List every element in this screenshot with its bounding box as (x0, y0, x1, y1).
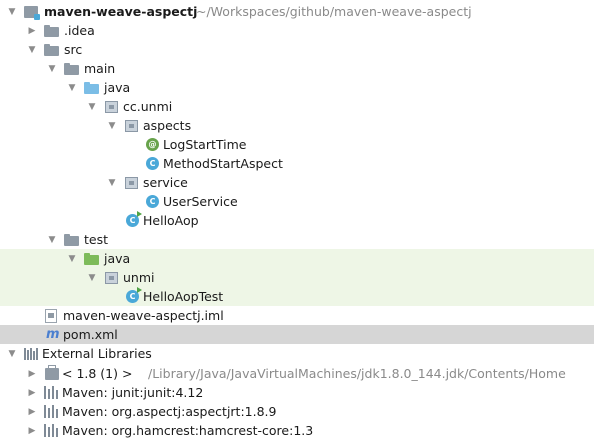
chevron-down-icon[interactable]: ▼ (88, 272, 96, 283)
tree-row-jdk[interactable]: ▶ < 1.8 (1) > /Library/Java/JavaVirtualM… (0, 364, 594, 383)
source-folder-icon (84, 82, 99, 94)
chevron-down-icon[interactable]: ▼ (68, 82, 76, 93)
tree-row-lib-junit[interactable]: ▶ Maven: junit:junit:4.12 (0, 383, 594, 402)
tree-row-external-libraries[interactable]: ▼ External Libraries (0, 344, 594, 363)
tree-row-main[interactable]: ▼ main (0, 59, 594, 78)
jdk-icon (45, 365, 59, 380)
tree-label-aspects: aspects (143, 118, 192, 133)
tree-row-cc-unmi[interactable]: ▼ cc.unmi (0, 97, 594, 116)
runnable-class-icon: C (126, 211, 142, 227)
tree-label-service: service (143, 175, 188, 190)
module-file-icon (45, 309, 57, 323)
tree-row-idea[interactable]: ▶ .idea (0, 21, 594, 40)
project-path: ~/Workspaces/github/maven-weave-aspectj (196, 4, 472, 19)
tree-label-java-main: java (104, 80, 131, 95)
library-jar-icon (44, 405, 58, 418)
tree-row-unmi[interactable]: ▼ unmi (0, 268, 594, 287)
tree-row-hello-aop[interactable]: C HelloAop (0, 211, 594, 230)
tree-row-java-main[interactable]: ▼ java (0, 78, 594, 97)
tree-row-aspects[interactable]: ▼ aspects (0, 116, 594, 135)
tree-row-project-root[interactable]: ▼ maven-weave-aspectj ~/Workspaces/githu… (0, 2, 594, 21)
libraries-icon (24, 348, 39, 360)
chevron-down-icon[interactable]: ▼ (88, 101, 96, 112)
tree-label-jdk: < 1.8 (1) > (62, 366, 133, 381)
package-icon (105, 272, 118, 284)
folder-icon (64, 63, 79, 75)
tree-row-service[interactable]: ▼ service (0, 173, 594, 192)
tree-label-idea: .idea (64, 23, 95, 38)
chevron-down-icon[interactable]: ▼ (8, 348, 16, 359)
chevron-right-icon[interactable]: ▶ (28, 387, 36, 398)
class-icon: C (146, 195, 159, 208)
tree-row-hello-aop-test[interactable]: C HelloAopTest (0, 287, 594, 306)
tree-row-pom[interactable]: m pom.xml (0, 325, 594, 344)
tree-row-iml[interactable]: maven-weave-aspectj.iml (0, 306, 594, 325)
chevron-right-icon[interactable]: ▶ (28, 25, 36, 36)
tree-label-main: main (84, 61, 116, 76)
tree-label-cc-unmi: cc.unmi (123, 99, 173, 114)
library-jar-icon (44, 424, 58, 437)
tree-label-java-test: java (104, 251, 131, 266)
package-icon (125, 177, 138, 189)
tree-label-test: test (84, 232, 109, 247)
chevron-right-icon[interactable]: ▶ (28, 368, 36, 379)
tree-label-src: src (64, 42, 83, 57)
package-icon (105, 101, 118, 113)
tree-label-iml: maven-weave-aspectj.iml (63, 308, 224, 323)
chevron-down-icon[interactable]: ▼ (48, 234, 56, 245)
tree-label-log-start-time: LogStartTime (163, 137, 247, 152)
chevron-right-icon[interactable]: ▶ (28, 425, 36, 436)
tree-row-user-service[interactable]: C UserService (0, 192, 594, 211)
class-icon: C (146, 157, 159, 170)
tree-label-pom: pom.xml (63, 327, 118, 342)
tree-label-method-start-aspect: MethodStartAspect (163, 156, 283, 171)
tree-label-lib-aspectjrt: Maven: org.aspectj:aspectjrt:1.8.9 (62, 404, 277, 419)
tree-label-user-service: UserService (163, 194, 238, 209)
annotation-icon: @ (146, 138, 159, 151)
tree-label-external-libraries: External Libraries (42, 346, 152, 361)
tree-label-lib-junit: Maven: junit:junit:4.12 (62, 385, 204, 400)
module-folder-icon (24, 6, 40, 20)
chevron-down-icon[interactable]: ▼ (48, 63, 56, 74)
tree-row-lib-hamcrest[interactable]: ▶ Maven: org.hamcrest:hamcrest-core:1.3 (0, 421, 594, 440)
tree-row-test[interactable]: ▼ test (0, 230, 594, 249)
jdk-path: /Library/Java/JavaVirtualMachines/jdk1.8… (148, 366, 566, 381)
tree-row-method-start-aspect[interactable]: C MethodStartAspect (0, 154, 594, 173)
tree-row-src[interactable]: ▼ src (0, 40, 594, 59)
tree-label-hello-aop: HelloAop (143, 213, 199, 228)
folder-icon (64, 234, 79, 246)
tree-label-lib-hamcrest: Maven: org.hamcrest:hamcrest-core:1.3 (62, 423, 314, 438)
package-icon (125, 120, 138, 132)
chevron-down-icon[interactable]: ▼ (68, 253, 76, 264)
test-folder-icon (84, 253, 99, 265)
maven-icon: m (46, 327, 60, 342)
folder-icon (44, 44, 59, 56)
tree-row-java-test[interactable]: ▼ java (0, 249, 594, 268)
folder-icon (44, 25, 59, 37)
runnable-class-icon: C (126, 287, 142, 303)
tree-label-unmi: unmi (123, 270, 155, 285)
project-name: maven-weave-aspectj (44, 4, 198, 19)
chevron-right-icon[interactable]: ▶ (28, 406, 36, 417)
chevron-down-icon[interactable]: ▼ (28, 44, 36, 55)
library-jar-icon (44, 386, 58, 399)
tree-row-lib-aspectjrt[interactable]: ▶ Maven: org.aspectj:aspectjrt:1.8.9 (0, 402, 594, 421)
tree-row-log-start-time[interactable]: @ LogStartTime (0, 135, 594, 154)
chevron-down-icon[interactable]: ▼ (8, 6, 16, 17)
chevron-down-icon[interactable]: ▼ (108, 120, 116, 131)
tree-label-hello-aop-test: HelloAopTest (143, 289, 224, 304)
chevron-down-icon[interactable]: ▼ (108, 177, 116, 188)
